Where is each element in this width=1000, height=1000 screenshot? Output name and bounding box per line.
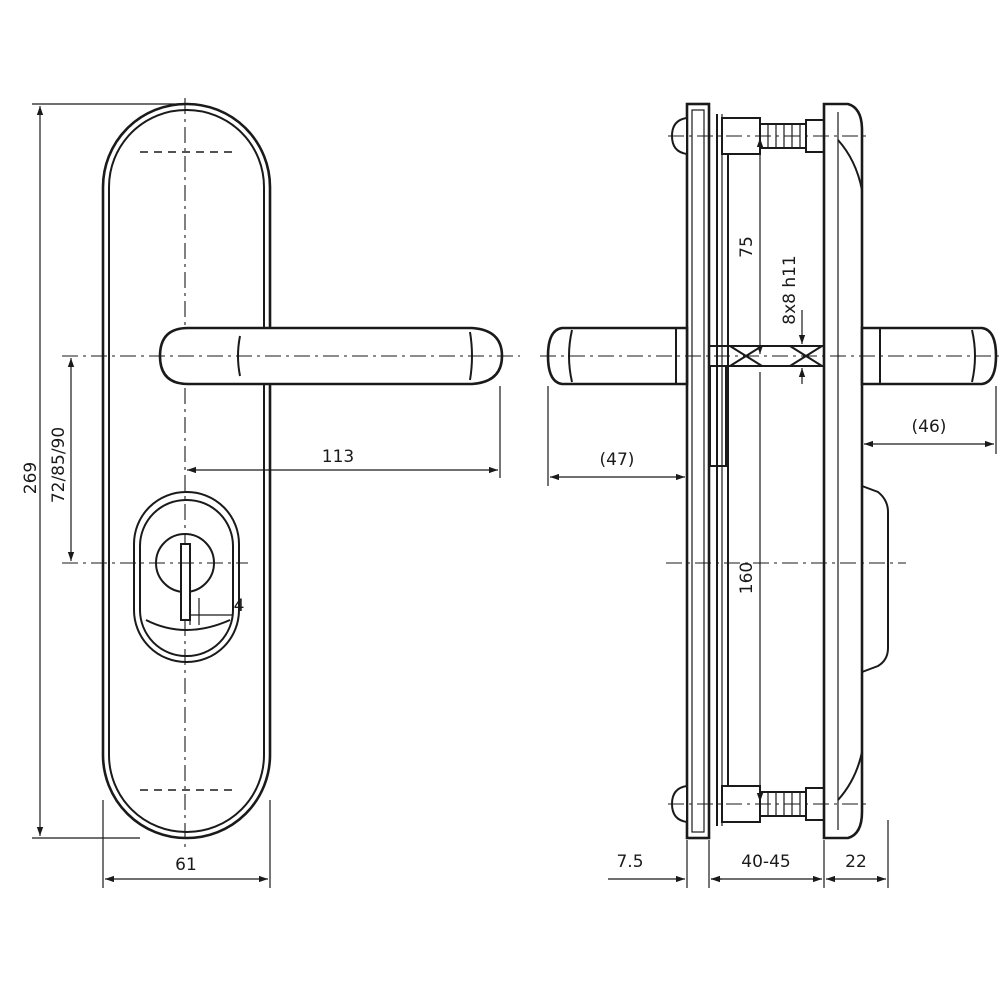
- bolt-distance-label: 160: [737, 562, 757, 594]
- outer-plate: [685, 102, 711, 840]
- front-view: [62, 98, 520, 848]
- front-dimensions: 269 72/85/90 113 61 4: [21, 103, 501, 888]
- inner-lever-label: (46): [912, 417, 947, 437]
- outer-lever-label: (47): [600, 450, 635, 470]
- cylinder-rosette-outer: [133, 491, 240, 663]
- back-plate-inner-outline: [108, 109, 265, 833]
- cylinder-lower-arc: [145, 619, 231, 631]
- plate-width-label: 61: [175, 855, 197, 875]
- door-thickness-label: 40-45: [741, 852, 790, 872]
- back-plate-outline: [101, 102, 272, 840]
- inner-thickness-label: 22: [845, 852, 867, 872]
- key-offset-label: 4: [234, 596, 245, 616]
- inner-rosette-profile: [861, 485, 889, 673]
- cylinder-rosette-inner: [139, 499, 234, 657]
- key-slot: [180, 543, 191, 621]
- total-height-label: 269: [21, 462, 41, 494]
- outer-plate-inner: [691, 109, 705, 833]
- lever-length-label: 113: [322, 447, 354, 467]
- side-view: [540, 102, 1000, 840]
- plate-thickness-label: 7.5: [616, 852, 643, 872]
- inner-plate: [822, 102, 864, 840]
- spindle-size-label: 8x8 h11: [780, 255, 800, 325]
- spindle-to-key-label: 72/85/90: [49, 427, 69, 503]
- side-dimensions: (47) (46) 75 8x8 h11 160 7.5 40-45 22: [547, 138, 997, 888]
- bolt-distance-top-label: 75: [737, 236, 757, 258]
